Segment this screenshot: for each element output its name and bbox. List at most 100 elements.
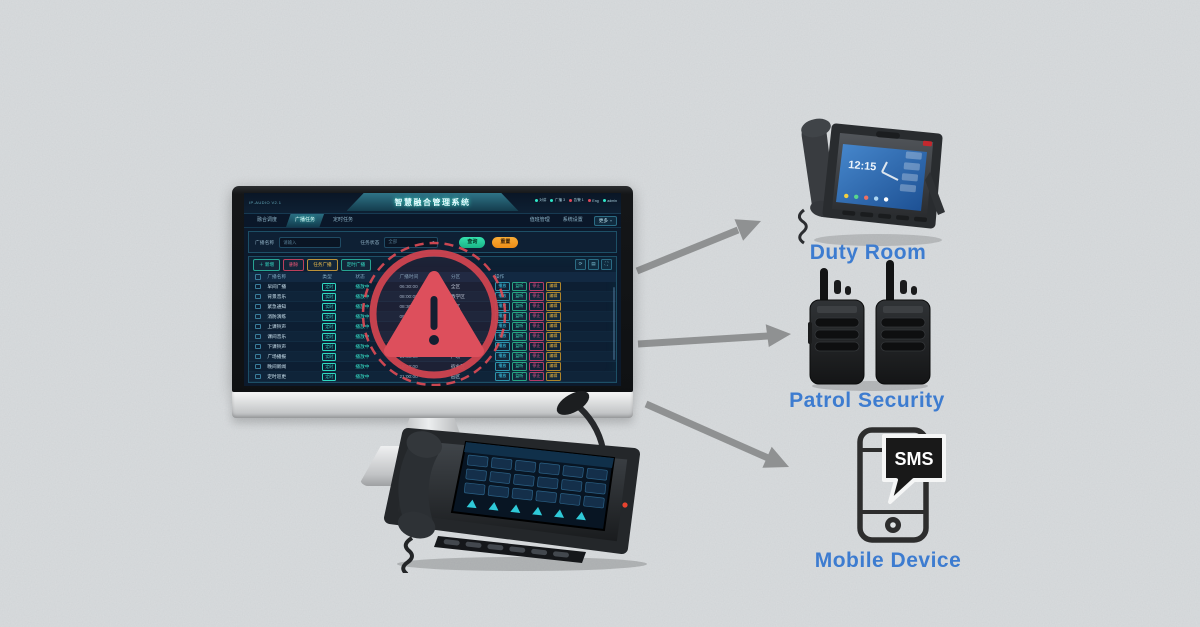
tab-right-1[interactable]: 值班管理 [529,217,550,223]
row-action-3[interactable]: 停止 [528,362,544,371]
toolbar-icon-button-2[interactable]: ▤ [588,259,599,270]
row-action-2[interactable]: 监听 [511,322,527,331]
row-action-2[interactable]: 监听 [511,372,527,381]
row-checkbox[interactable] [255,363,261,370]
row-checkbox[interactable] [255,303,261,310]
row-action-1[interactable]: 播放 [494,352,510,361]
row-action-4[interactable]: 编辑 [545,302,561,311]
task-broadcast-button[interactable]: 任务广播 [307,258,338,271]
walkie-talkie-right [875,260,931,385]
row-zone: 教学区 [450,323,465,329]
task-name-input[interactable]: 请输入 [279,236,342,248]
type-badge: 定时 [322,282,337,291]
tab-left-1[interactable]: 融合调度 [257,217,278,223]
row-action-2[interactable]: 监听 [511,352,527,361]
row-action-1[interactable]: 播放 [494,302,510,311]
row-status: 播放中 [355,313,370,319]
row-action-3[interactable]: 停止 [528,332,544,341]
search-button[interactable]: 查询 [459,236,486,248]
row-action-1[interactable]: 播放 [494,312,510,321]
type-badge: 定时 [322,332,337,341]
table-scrollbar[interactable] [612,287,615,360]
row-status: 播放中 [355,323,370,329]
row-type-cell: 定时 [322,372,355,381]
row-action-4[interactable]: 编辑 [545,312,561,321]
screen-app-icons [844,193,889,202]
row-action-1[interactable]: 播放 [494,362,510,371]
toolbar-icon-buttons: ⟳▤⛶ [575,259,612,270]
row-action-4[interactable]: 编辑 [545,352,561,361]
more-dropdown[interactable]: 更多 ▾ [593,215,617,226]
console-screen-content [463,442,614,521]
arrow-to-mobile-device [644,400,789,468]
reset-button[interactable]: 重置 [492,236,519,248]
timed-broadcast-button[interactable]: 定时广播 [340,258,372,271]
row-action-2[interactable]: 监听 [511,332,527,341]
row-action-3[interactable]: 停止 [528,322,544,331]
row-action-1[interactable]: 播放 [494,282,510,291]
add-button[interactable]: ＋ 新增 [253,258,281,271]
row-checkbox[interactable] [255,353,261,360]
row-action-3[interactable]: 停止 [528,312,544,321]
row-action-4[interactable]: 编辑 [545,282,561,291]
row-action-3[interactable]: 停止 [528,352,544,361]
row-action-1[interactable]: 播放 [494,322,510,331]
row-action-1[interactable]: 播放 [494,342,510,351]
row-action-2[interactable]: 监听 [511,292,527,301]
row-action-4[interactable]: 编辑 [545,292,561,301]
row-action-4[interactable]: 编辑 [545,332,561,341]
toolbar-icon-button-1[interactable]: ⟳ [575,259,586,270]
phone-keys[interactable] [842,210,928,222]
row-action-4[interactable]: 编辑 [545,342,561,351]
row-action-3[interactable]: 停止 [528,302,544,311]
filter-name-label: 广播名称 [255,240,275,246]
row-actions: 播放监听停止编辑 [494,282,616,291]
row-action-1[interactable]: 播放 [494,332,510,341]
row-action-2[interactable]: 监听 [511,312,527,321]
row-action-4[interactable]: 编辑 [545,372,561,381]
tabs-right-wrap: 值班管理 系统设置 更多 ▾ [528,214,617,227]
row-checkbox[interactable] [255,293,261,300]
row-action-3[interactable]: 停止 [528,372,544,381]
row-action-3[interactable]: 停止 [528,292,544,301]
row-actions: 播放监听停止编辑 [494,332,616,341]
tab-right-2[interactable]: 系统设置 [562,217,583,223]
row-checkbox[interactable] [255,343,261,350]
row-name: 紧急通知 [267,303,287,309]
tab-left-3[interactable]: 定时任务 [333,217,354,223]
row-action-2[interactable]: 监听 [511,342,527,351]
delete-button[interactable]: 删除 [283,258,305,271]
row-action-1[interactable]: 播放 [494,292,510,301]
phone-screen[interactable] [836,144,927,211]
status-select[interactable]: 全部 ▾ [384,236,439,248]
row-action-3[interactable]: 停止 [528,282,544,291]
toolbar-icon-button-3[interactable]: ⛶ [601,259,612,270]
console-keys[interactable] [443,539,569,558]
row-checkbox[interactable] [255,373,261,380]
row-checkbox-cell [249,323,267,330]
row-checkbox[interactable] [255,283,261,290]
row-checkbox[interactable] [255,313,261,320]
row-action-4[interactable]: 编辑 [545,322,561,331]
row-action-4[interactable]: 编辑 [545,362,561,371]
tab-left-2[interactable]: 广播任务 [286,214,325,227]
row-action-3[interactable]: 停止 [528,342,544,351]
row-action-2[interactable]: 监听 [511,302,527,311]
select-all-checkbox[interactable] [255,274,261,280]
row-zone: 车间 [450,313,461,319]
row-action-2[interactable]: 监听 [511,282,527,291]
row-type-cell: 实时 [322,292,355,301]
row-action-2[interactable]: 监听 [511,362,527,371]
row-checkbox[interactable] [255,323,261,330]
row-checkbox[interactable] [255,333,261,340]
